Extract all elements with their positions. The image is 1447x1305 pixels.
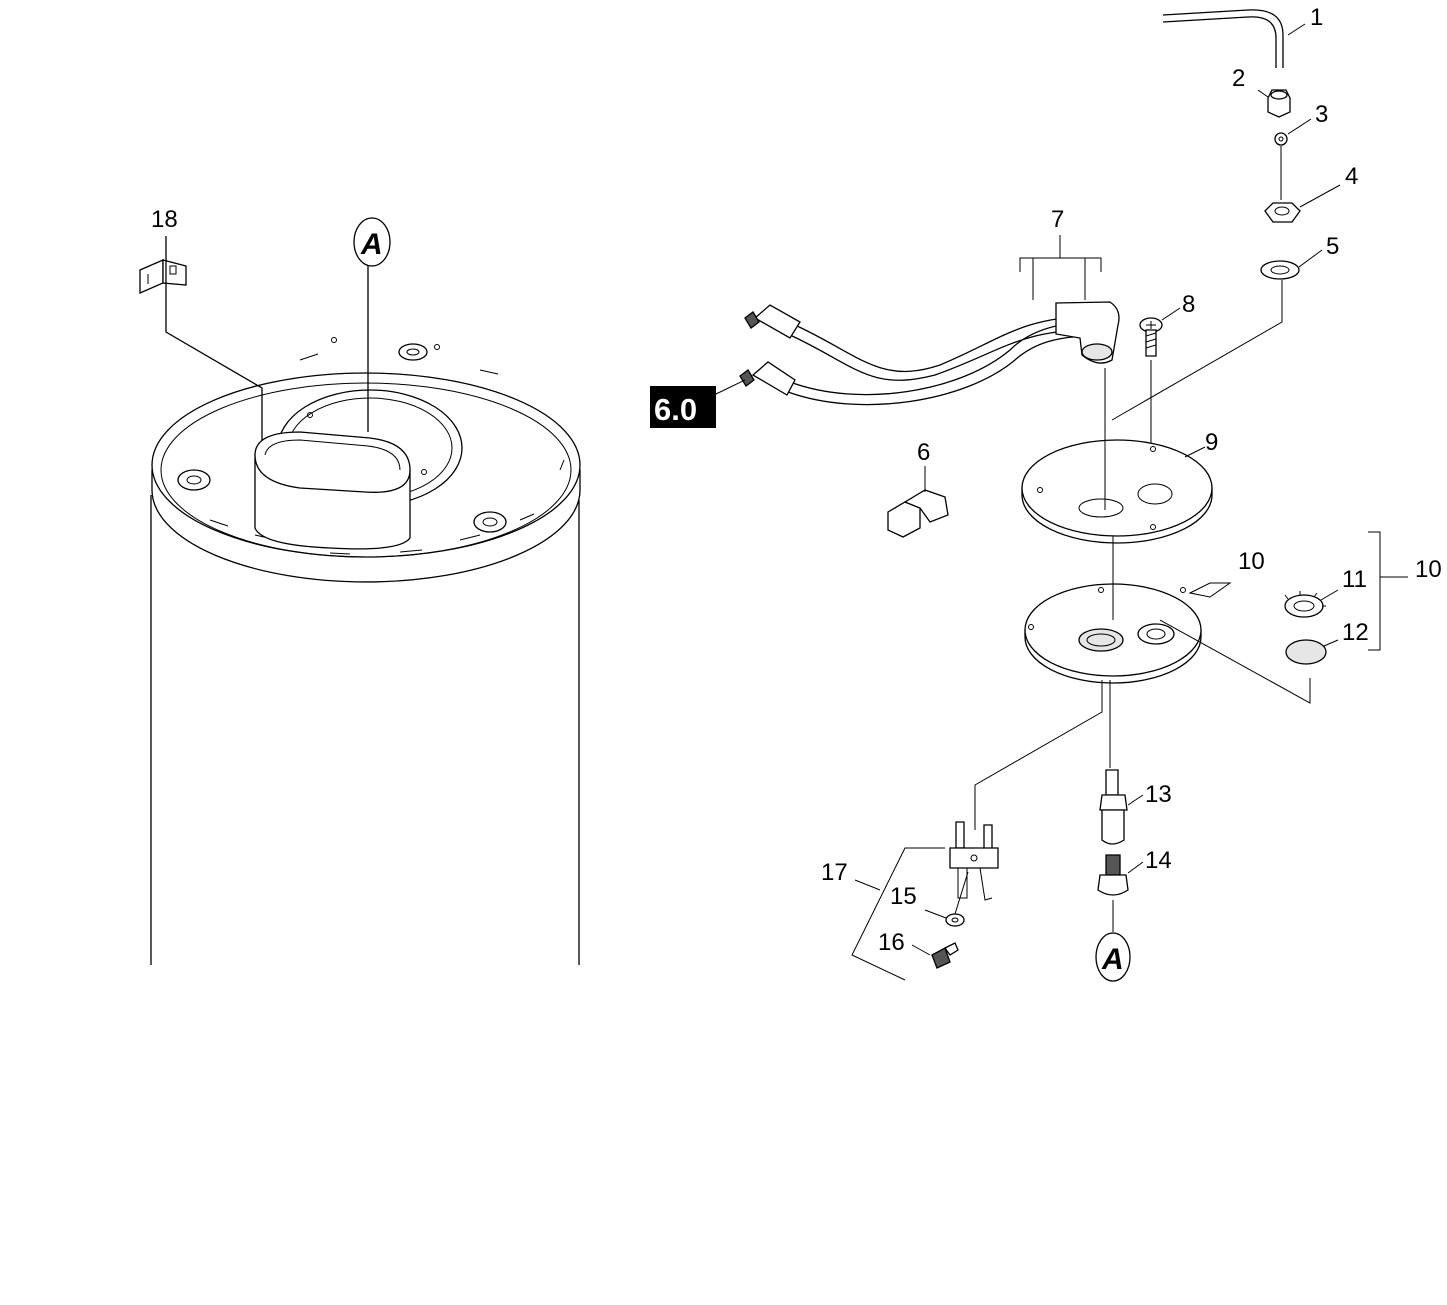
part-9-burner-plate [1021,368,1213,544]
callout-5: 5 [1326,233,1339,260]
callout-16: 16 [878,929,905,956]
callout-12: 12 [1342,619,1369,646]
reference-marker-a-top-text: A [360,228,383,261]
part-10-lower-plate [1024,536,1311,704]
part-11-star-washer [1284,589,1339,618]
callout-11: 11 [1342,566,1367,593]
part-8-screw [1139,307,1181,450]
part-3-ferrule [1274,118,1312,200]
section-reference-badge-text: 6.0 [654,392,697,427]
leader-part-17 [974,680,1103,830]
section-reference-badge: 6.0 [650,379,746,428]
callout-10-a: 10 [1238,548,1265,575]
callout-18: 18 [151,206,178,233]
callout-9: 9 [1205,429,1218,456]
part-5-washer [1111,249,1323,421]
part-2-nut [1257,89,1291,118]
part-13-nozzle-holder [1099,769,1144,845]
callout-6: 6 [917,439,930,466]
reference-marker-a-bottom-text: A [1101,943,1124,976]
part-1-tube [1162,9,1306,68]
reference-marker-a-bottom: A [1095,932,1131,982]
part-4-lock-nut [1264,184,1341,223]
callout-15: 15 [890,883,917,910]
part-14-nozzle [1097,854,1144,932]
callout-7: 7 [1051,206,1064,233]
callout-4: 4 [1345,163,1358,190]
callout-10-b: 10 [1415,556,1442,583]
part-12-cover-disc [1285,639,1339,665]
part-17-ignition-electrode [851,821,999,981]
callout-3: 3 [1315,101,1328,128]
callout-13: 13 [1145,781,1172,808]
part-7-ignition-cables [739,235,1120,406]
boiler-vessel [150,337,581,965]
part-18-bracket [139,236,263,440]
callout-2: 2 [1232,65,1245,92]
reference-marker-a-top: A [353,217,391,432]
callout-14: 14 [1145,847,1172,874]
callout-8: 8 [1182,291,1195,318]
part-15-washer [924,871,969,927]
callout-17: 17 [821,859,848,886]
part-16-screw [911,942,959,969]
group-bracket-10 [1368,531,1408,651]
callout-1: 1 [1310,4,1323,31]
part-6-clip [887,466,949,538]
